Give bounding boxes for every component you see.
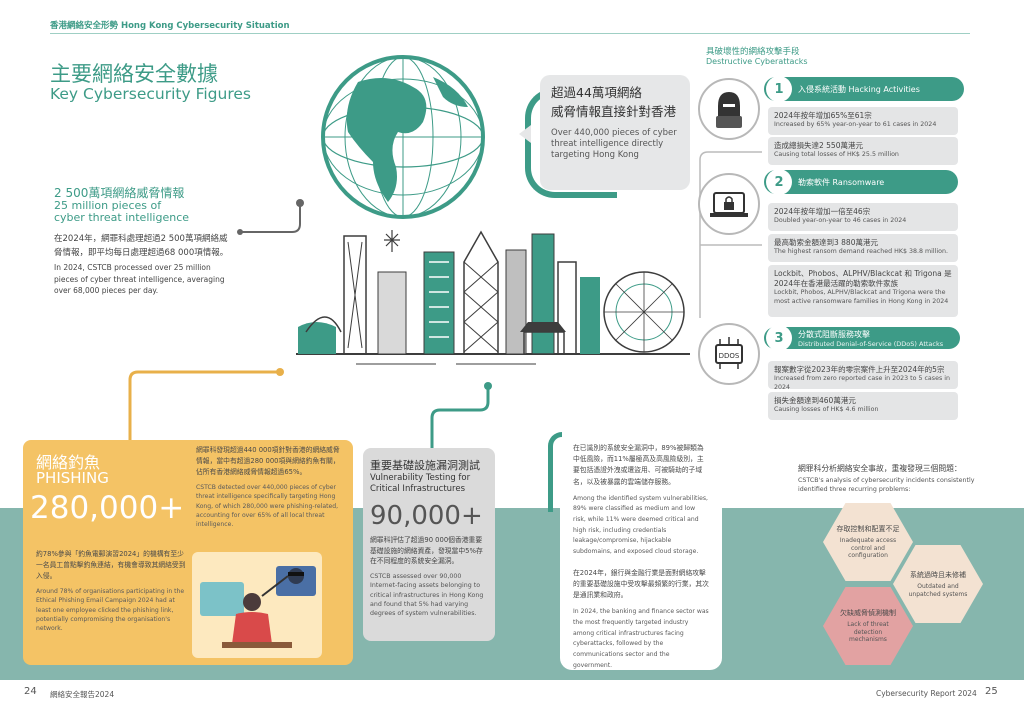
attack-3-fact-2-en: Causing losses of HK$ 4.6 million (774, 406, 879, 414)
attack-2-fact-2-zh: 最高勒索金額達到3 880萬港元 (774, 238, 878, 247)
hong-kong-skyline-illustration (296, 230, 690, 365)
problem-2-zh: 系統過時且未修補 (910, 570, 966, 579)
problem-hex-1: 存取控制和配置不足 Inadequate access control and … (823, 503, 913, 581)
attack-2-number: 2 (766, 169, 792, 195)
intel-25m-body-zh: 在2024年，網罪科處理超過2 500萬項網絡威脅情報，即平均每日處理超過68 … (54, 234, 229, 258)
problem-2-en: Outdated and unpatched systems (908, 582, 968, 598)
footer-band (0, 680, 1024, 716)
problem-hex-2: 系統過時且未修補 Outdated and unpatched systems (893, 545, 983, 623)
footer-title-right: Cybersecurity Report 2024 (876, 689, 977, 698)
header-divider (50, 33, 970, 34)
attack-3-fact-1-en: Increased from zero reported case in 202… (774, 375, 950, 391)
attack-2-fact-1-zh: 2024年按年增加一倍至46宗 (774, 207, 871, 216)
vuln-big-number: 90,000+ (370, 501, 483, 532)
vuln-title-en-2: Critical Infrastructures (370, 484, 466, 495)
analysis-accent-arc (548, 432, 562, 512)
attack-3-fact-1: 報案數字從2023年的零宗案件上升至2024年的5宗 Increased fro… (768, 361, 958, 391)
problem-1-zh: 存取控制和配置不足 (836, 524, 900, 533)
bubble-title-zh-2: 威脅情報直接針對香港 (551, 103, 677, 119)
bubble-title-zh-1: 超過44萬項網絡 (551, 85, 642, 100)
attack-1-number: 1 (766, 76, 792, 102)
attack-1-fact-2-zh: 造成總損失達2 550萬港元 (774, 141, 863, 150)
attack-3-label: 分散式阻斷服務攻擊 (798, 329, 870, 339)
vuln-analysis-card: 在已識別的系統安全漏洞中，89%被歸類為中低風險，而11%屬極高及高風險級別，主… (560, 432, 722, 670)
laptop-lock-icon (698, 173, 760, 235)
ddos-server-icon: DDOS (698, 323, 760, 385)
threat-intel-bubble: 超過44萬項網絡 威脅情報直接針對香港 Over 440,000 pieces … (540, 75, 690, 190)
page-title-zh: 主要網絡安全數據 (50, 62, 218, 86)
analysis-zh-1: 在已識別的系統安全漏洞中，89%被歸類為中低風險，而11%屬極高及高風險級別，主… (573, 444, 704, 486)
attack-2-fact-3: Lockbit、Phobos、ALPHV/Blackcat 和 Trigona … (768, 265, 958, 317)
page-title-en: Key Cybersecurity Figures (50, 85, 251, 103)
attack-3-label-sub: Distributed Denial-of-Service (DDoS) Att… (798, 339, 944, 348)
vuln-body-en: CSTCB assessed over 90,000 Internet-faci… (370, 572, 484, 618)
hacker-icon (698, 78, 760, 140)
attack-3-fact-2: 損失金額達到460萬港元 Causing losses of HK$ 4.6 m… (768, 392, 958, 420)
problem-1-en: Inadequate access control and configurat… (839, 536, 897, 560)
attack-3-number: 3 (766, 325, 792, 351)
attack-2-pill: 2 勒索軟件 Ransomware (764, 169, 958, 195)
attack-1-fact-2: 造成總損失達2 550萬港元 Causing total losses of H… (768, 137, 958, 165)
intel-25m-headline-zh: 2 500萬項網絡威脅情報 (54, 186, 185, 200)
phishing-illustration (192, 552, 322, 658)
csa-title-zh: 網罪科分析網絡安全事故，重複發現三個問題： (798, 464, 962, 473)
problem-3-en: Lack of threat detection mechanisms (847, 620, 889, 644)
attack-1-label: 入侵系統活動 Hacking Activities (798, 84, 920, 94)
phishing-right-text: 網罪科發現超過440 000項針對香港的網絡威脅情報，當中有超過280 000項… (196, 445, 346, 530)
attack-1-fact-1-zh: 2024年按年增加65%至61宗 (774, 111, 872, 120)
page-number-left: 24 (24, 686, 37, 697)
analysis-zh-2: 在2024年，銀行與金融行業是面對網絡攻擊的重要基礎設施中受攻擊最頻繁的行業，其… (573, 568, 709, 600)
intel-25m-headline-en-2: cyber threat intelligence (54, 211, 190, 224)
phishing-left-zh: 約78%參與「釣魚電郵演習2024」的機構有至少一名員工曾點擊釣魚連結，有機會導… (36, 550, 186, 580)
intel-25m-headline-en-1: 25 million pieces of (54, 199, 162, 212)
phishing-left-text: 約78%參與「釣魚電郵演習2024」的機構有至少一名員工曾點擊釣魚連結，有機會導… (36, 549, 186, 634)
bubble-pointer (519, 125, 531, 143)
phishing-title-en: PHISHING (36, 469, 109, 487)
vuln-title-en-1: Vulnerability Testing for (370, 473, 471, 483)
attack-1-fact-2-en: Causing total losses of HK$ 25.5 million (774, 151, 899, 159)
attack-2-fact-3-en: Lockbit, Phobos, ALPHV/Blackcat and Trig… (774, 289, 949, 305)
attack-2-fact-3-zh: Lockbit、Phobos、ALPHV/Blackcat 和 Trigona … (774, 269, 952, 289)
problem-3-zh: 欠缺威脅偵測機制 (840, 608, 896, 617)
footer-title-left: 網絡安全報告2024 (50, 690, 115, 699)
phishing-right-zh: 網罪科發現超過440 000項針對香港的網絡威脅情報，當中有超過280 000項… (196, 446, 340, 476)
attack-1-fact-1-en: Increased by 65% year-on-year to 61 case… (774, 121, 937, 129)
attack-3-fact-1-zh: 報案數字從2023年的零宗案件上升至2024年的5宗 (774, 365, 945, 374)
intel-25m-body-en: In 2024, CSTCB processed over 25 million… (54, 263, 225, 296)
csa-title-en: CSTCB's analysis of cybersecurity incide… (798, 477, 975, 494)
problem-hex-3: 欠缺威脅偵測機制 Lack of threat detection mechan… (823, 587, 913, 665)
globe-icon (321, 55, 485, 219)
attack-2-fact-2: 最高勒索金額達到3 880萬港元 The highest ransom dema… (768, 234, 958, 262)
section-label: 香港網絡安全形勢 Hong Kong Cybersecurity Situati… (50, 21, 290, 31)
attack-2-label: 勒索軟件 Ransomware (798, 177, 885, 187)
attack-3-label-group: 分散式阻斷服務攻擊 Distributed Denial-of-Service … (798, 329, 943, 348)
attack-3-pill: 3 分散式阻斷服務攻擊 Distributed Denial-of-Servic… (764, 325, 960, 351)
attack-2-fact-1-en: Doubled year-on-year to 46 cases in 2024 (774, 217, 907, 225)
phishing-big-number: 280,000+ (30, 490, 185, 526)
svg-text:DDOS: DDOS (719, 352, 740, 360)
attack-2-fact-1: 2024年按年增加一倍至46宗 Doubled year-on-year to … (768, 203, 958, 231)
page-number-right: 25 (985, 686, 998, 697)
attack-1-pill: 1 入侵系統活動 Hacking Activities (764, 76, 964, 102)
bubble-desc-en: Over 440,000 pieces of cyber threat inte… (551, 127, 677, 160)
phishing-right-en: CSTCB detected over 440,000 pieces of cy… (196, 483, 339, 529)
attack-1-fact-1: 2024年按年增加65%至61宗 Increased by 65% year-o… (768, 107, 958, 135)
destructive-title-zh: 具破壞性的網絡攻擊手段 (706, 47, 800, 57)
analysis-en-2: In 2024, the banking and finance sector … (573, 608, 709, 669)
analysis-en-1: Among the identified system vulnerabilit… (573, 494, 708, 556)
phishing-title-zh: 網絡釣魚 (36, 453, 101, 472)
vuln-title-zh: 重要基礎設施漏洞測試 (370, 459, 480, 472)
vuln-body-zh: 網罪科評估了超過90 000個香港重要基礎設施的網絡資產，發現當中5%存在不同程… (370, 536, 483, 566)
phishing-left-en: Around 78% of organisations participatin… (36, 587, 185, 633)
attack-2-fact-2-en: The highest ransom demand reached HK$ 38… (774, 248, 949, 256)
vulnerability-card: 重要基礎設施漏洞測試 Vulnerability Testing for Cri… (363, 448, 495, 641)
attack-3-fact-2-zh: 損失金額達到460萬港元 (774, 396, 856, 405)
destructive-title-en: Destructive Cyberattacks (706, 57, 808, 66)
